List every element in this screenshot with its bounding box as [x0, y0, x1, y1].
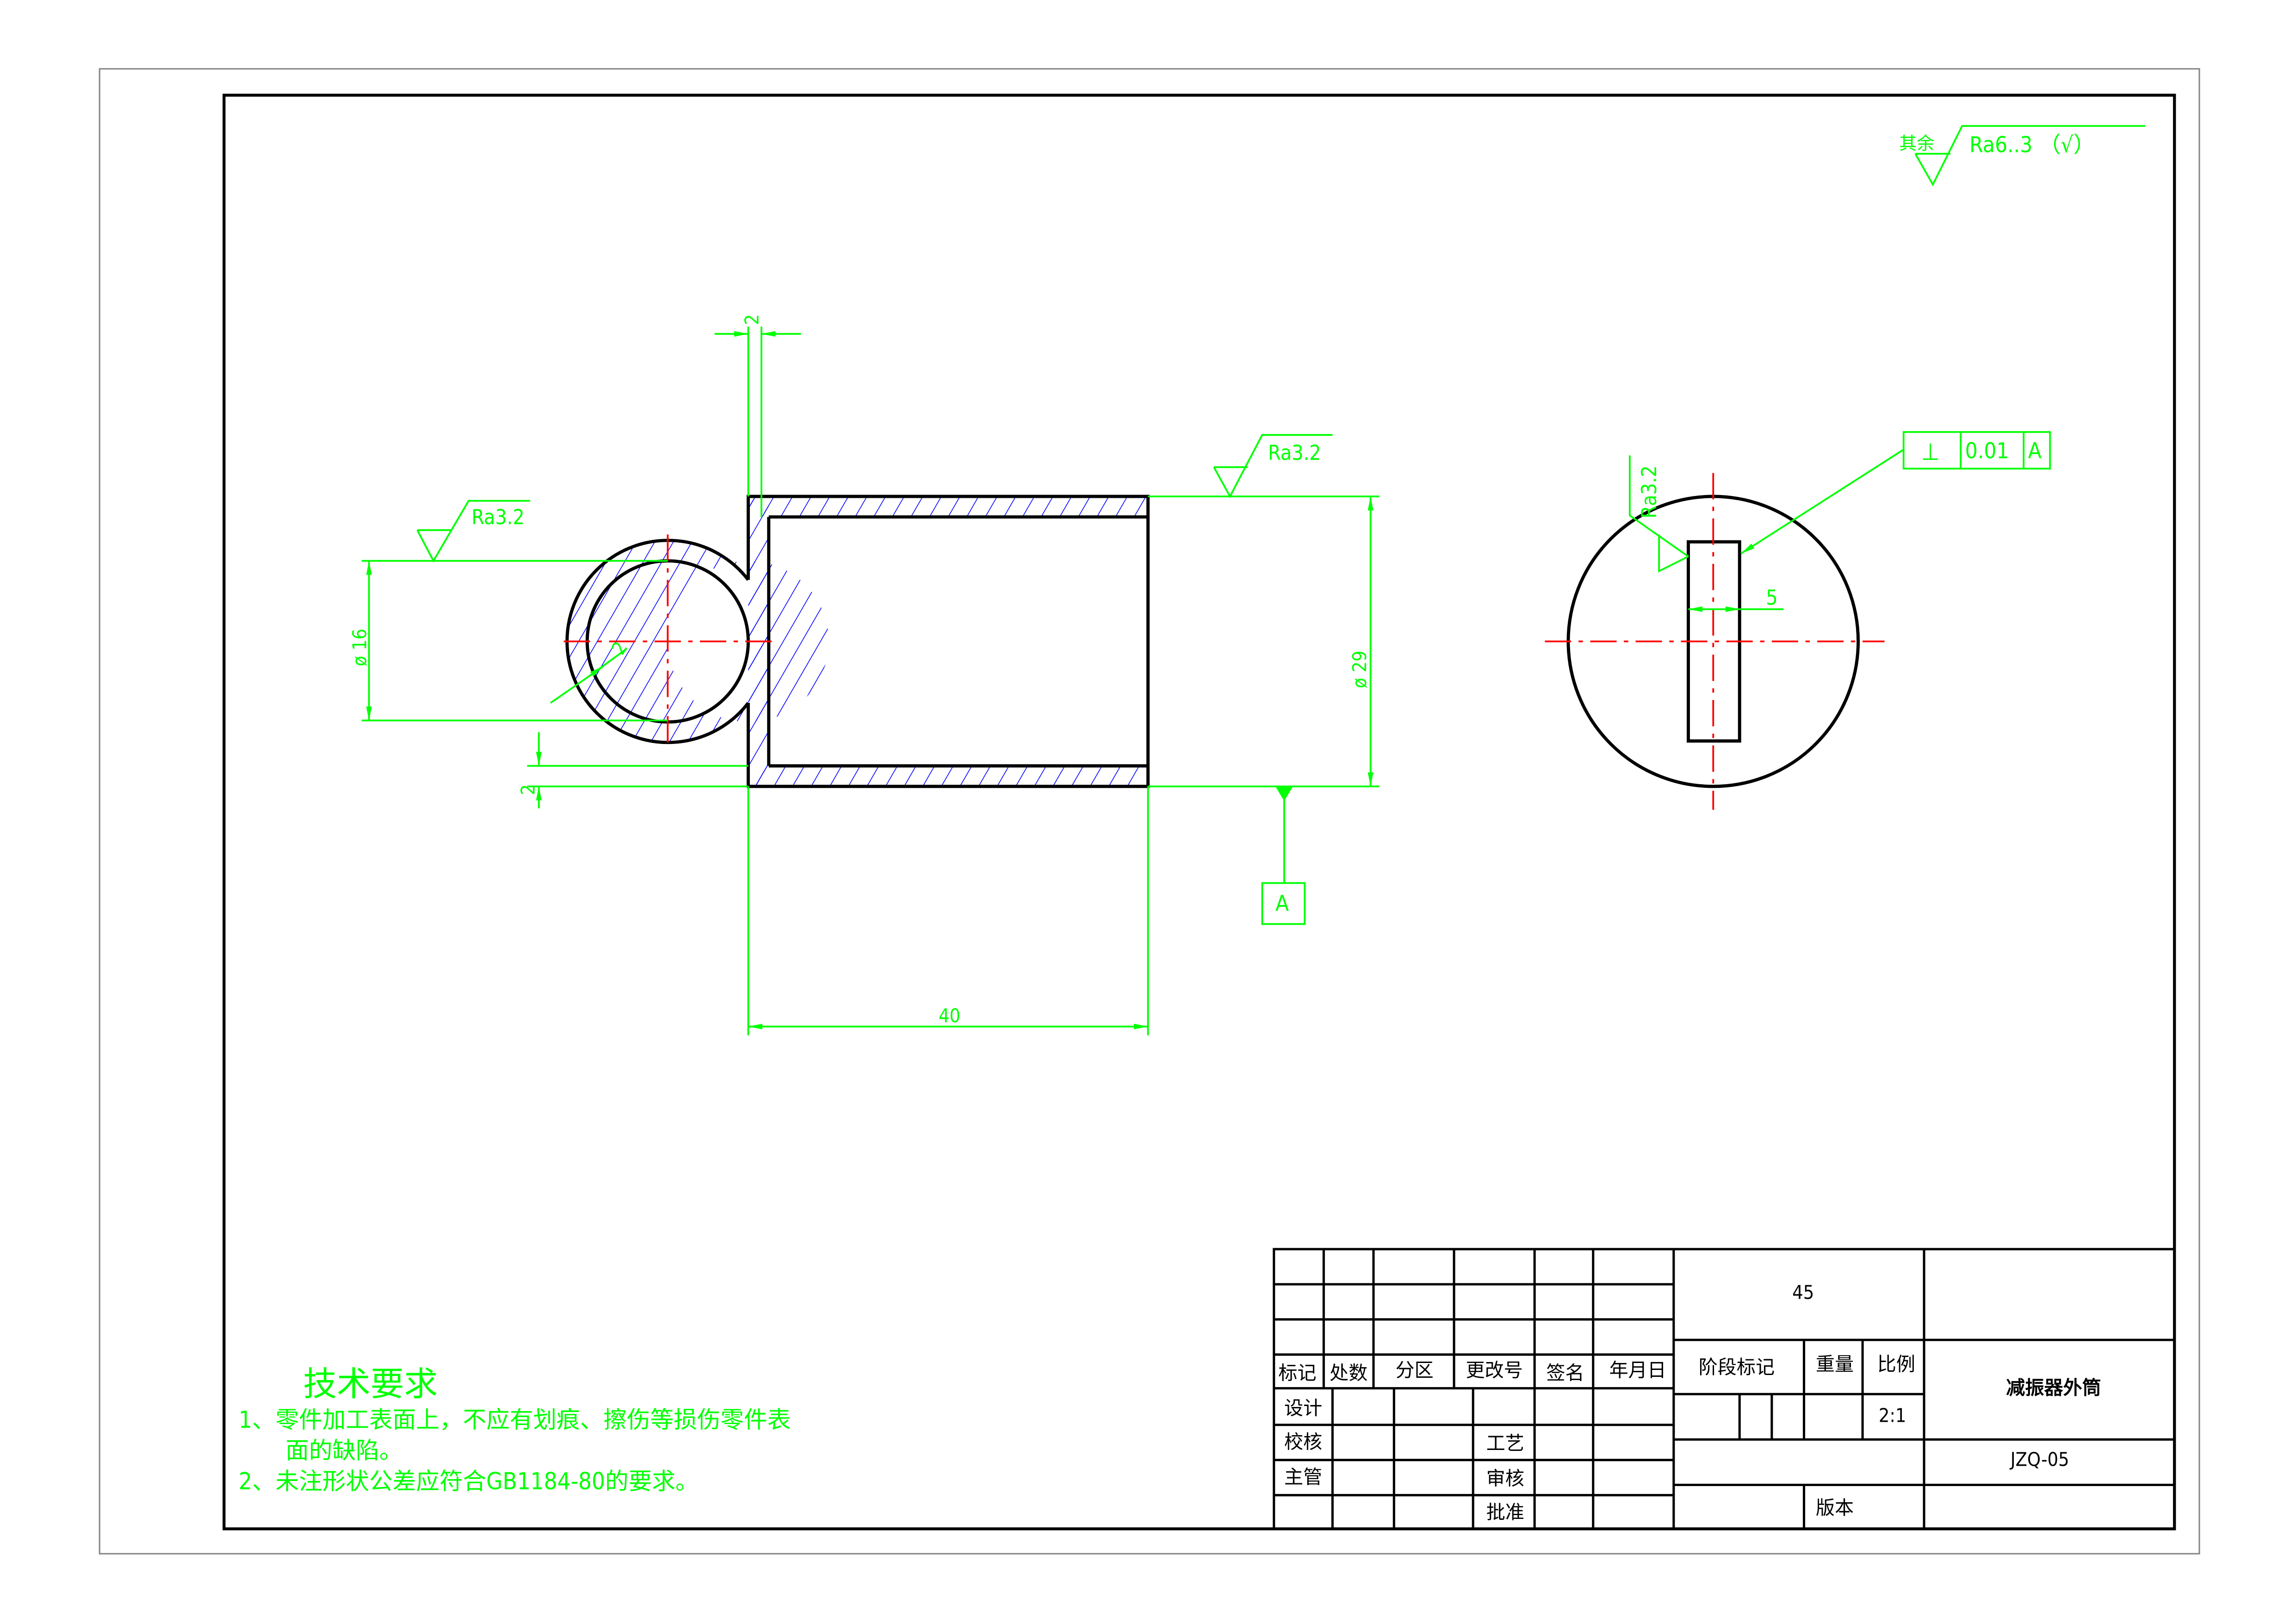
technical-requirements: 技术要求 1、零件加工表面上，不应有划痕、擦伤等损伤零件表 面的缺陷。 2、未注… [239, 1364, 791, 1495]
role-check: 校核 [1284, 1431, 1322, 1453]
tech-line-2: 2、未注形状公差应符合GB1184-80的要求。 [239, 1468, 699, 1495]
material: 45 [1792, 1282, 1814, 1304]
tube-outline [746, 495, 1150, 788]
perpendicularity-symbol: ⊥ [1921, 438, 1940, 465]
roughness-prefix: 其余 [1899, 133, 1934, 154]
dim-top-wall: 2 [741, 314, 763, 325]
tech-line-1b: 面的缺陷。 [285, 1437, 402, 1464]
general-roughness-symbol: 其余 Ra6..3 （√） [1899, 125, 2145, 186]
hatch-area [567, 496, 1148, 787]
title-block: 标记 处数 分区 更改号 签名 年月日 设计 校核 主管 工艺 审核 批准 45… [1273, 1248, 2176, 1530]
tolerance-frame: ⊥ 0.01 A [1740, 431, 2051, 555]
role-supervisor: 主管 [1284, 1466, 1322, 1488]
outer-sheet-border [99, 68, 2200, 1555]
part-name: 减振器外筒 [2006, 1376, 2101, 1399]
header-date: 年月日 [1609, 1359, 1666, 1381]
header-change-no: 更改号 [1466, 1359, 1522, 1381]
dim-bottom-wall: 2 [517, 784, 539, 795]
tolerance-value: 0.01 [1965, 439, 2009, 464]
version-label: 版本 [1816, 1497, 1854, 1519]
section-view: 2 ø 16 2 2 ø 29 40 Ra3.2 Ra3.2 A [348, 314, 1380, 1035]
header-zone: 分区 [1395, 1359, 1433, 1381]
role-review: 审核 [1486, 1468, 1524, 1490]
tolerance-datum: A [2028, 439, 2042, 464]
tech-title: 技术要求 [303, 1364, 438, 1404]
header-signature: 签名 [1546, 1362, 1584, 1384]
weight-label: 重量 [1816, 1353, 1854, 1375]
dim-tube-diameter: ø 29 [1349, 650, 1371, 688]
dim-slot-width: 5 [1766, 586, 1777, 610]
drawing-frame [223, 93, 2176, 1530]
header-mark: 标记 [1278, 1362, 1316, 1384]
stage-mark: 阶段标记 [1699, 1356, 1775, 1378]
end-view: 5 Ra3.2 ⊥ 0.01 A [1545, 431, 2051, 810]
dim-ring-diameter: ø 16 [348, 629, 371, 666]
roughness-general-value: Ra6..3 （√） [1969, 132, 2095, 158]
scale-value: 2:1 [1879, 1404, 1906, 1426]
drawing-number: JZQ-05 [2010, 1448, 2069, 1470]
datum-a: A [1261, 786, 1306, 925]
roughness-left-bore: Ra3.2 [471, 506, 524, 529]
header-count: 处数 [1330, 1362, 1368, 1384]
tech-line-1: 1、零件加工表面上，不应有划痕、擦伤等损伤零件表 [239, 1406, 791, 1433]
role-process: 工艺 [1486, 1432, 1524, 1455]
role-approve: 批准 [1486, 1501, 1524, 1523]
dim-length: 40 [939, 1004, 960, 1027]
roughness-outer-tube: Ra3.2 [1268, 441, 1321, 465]
role-design: 设计 [1284, 1397, 1322, 1419]
datum-label: A [1275, 891, 1289, 917]
roughness-slot: Ra3.2 [1638, 465, 1661, 518]
scale-label: 比例 [1877, 1353, 1915, 1375]
